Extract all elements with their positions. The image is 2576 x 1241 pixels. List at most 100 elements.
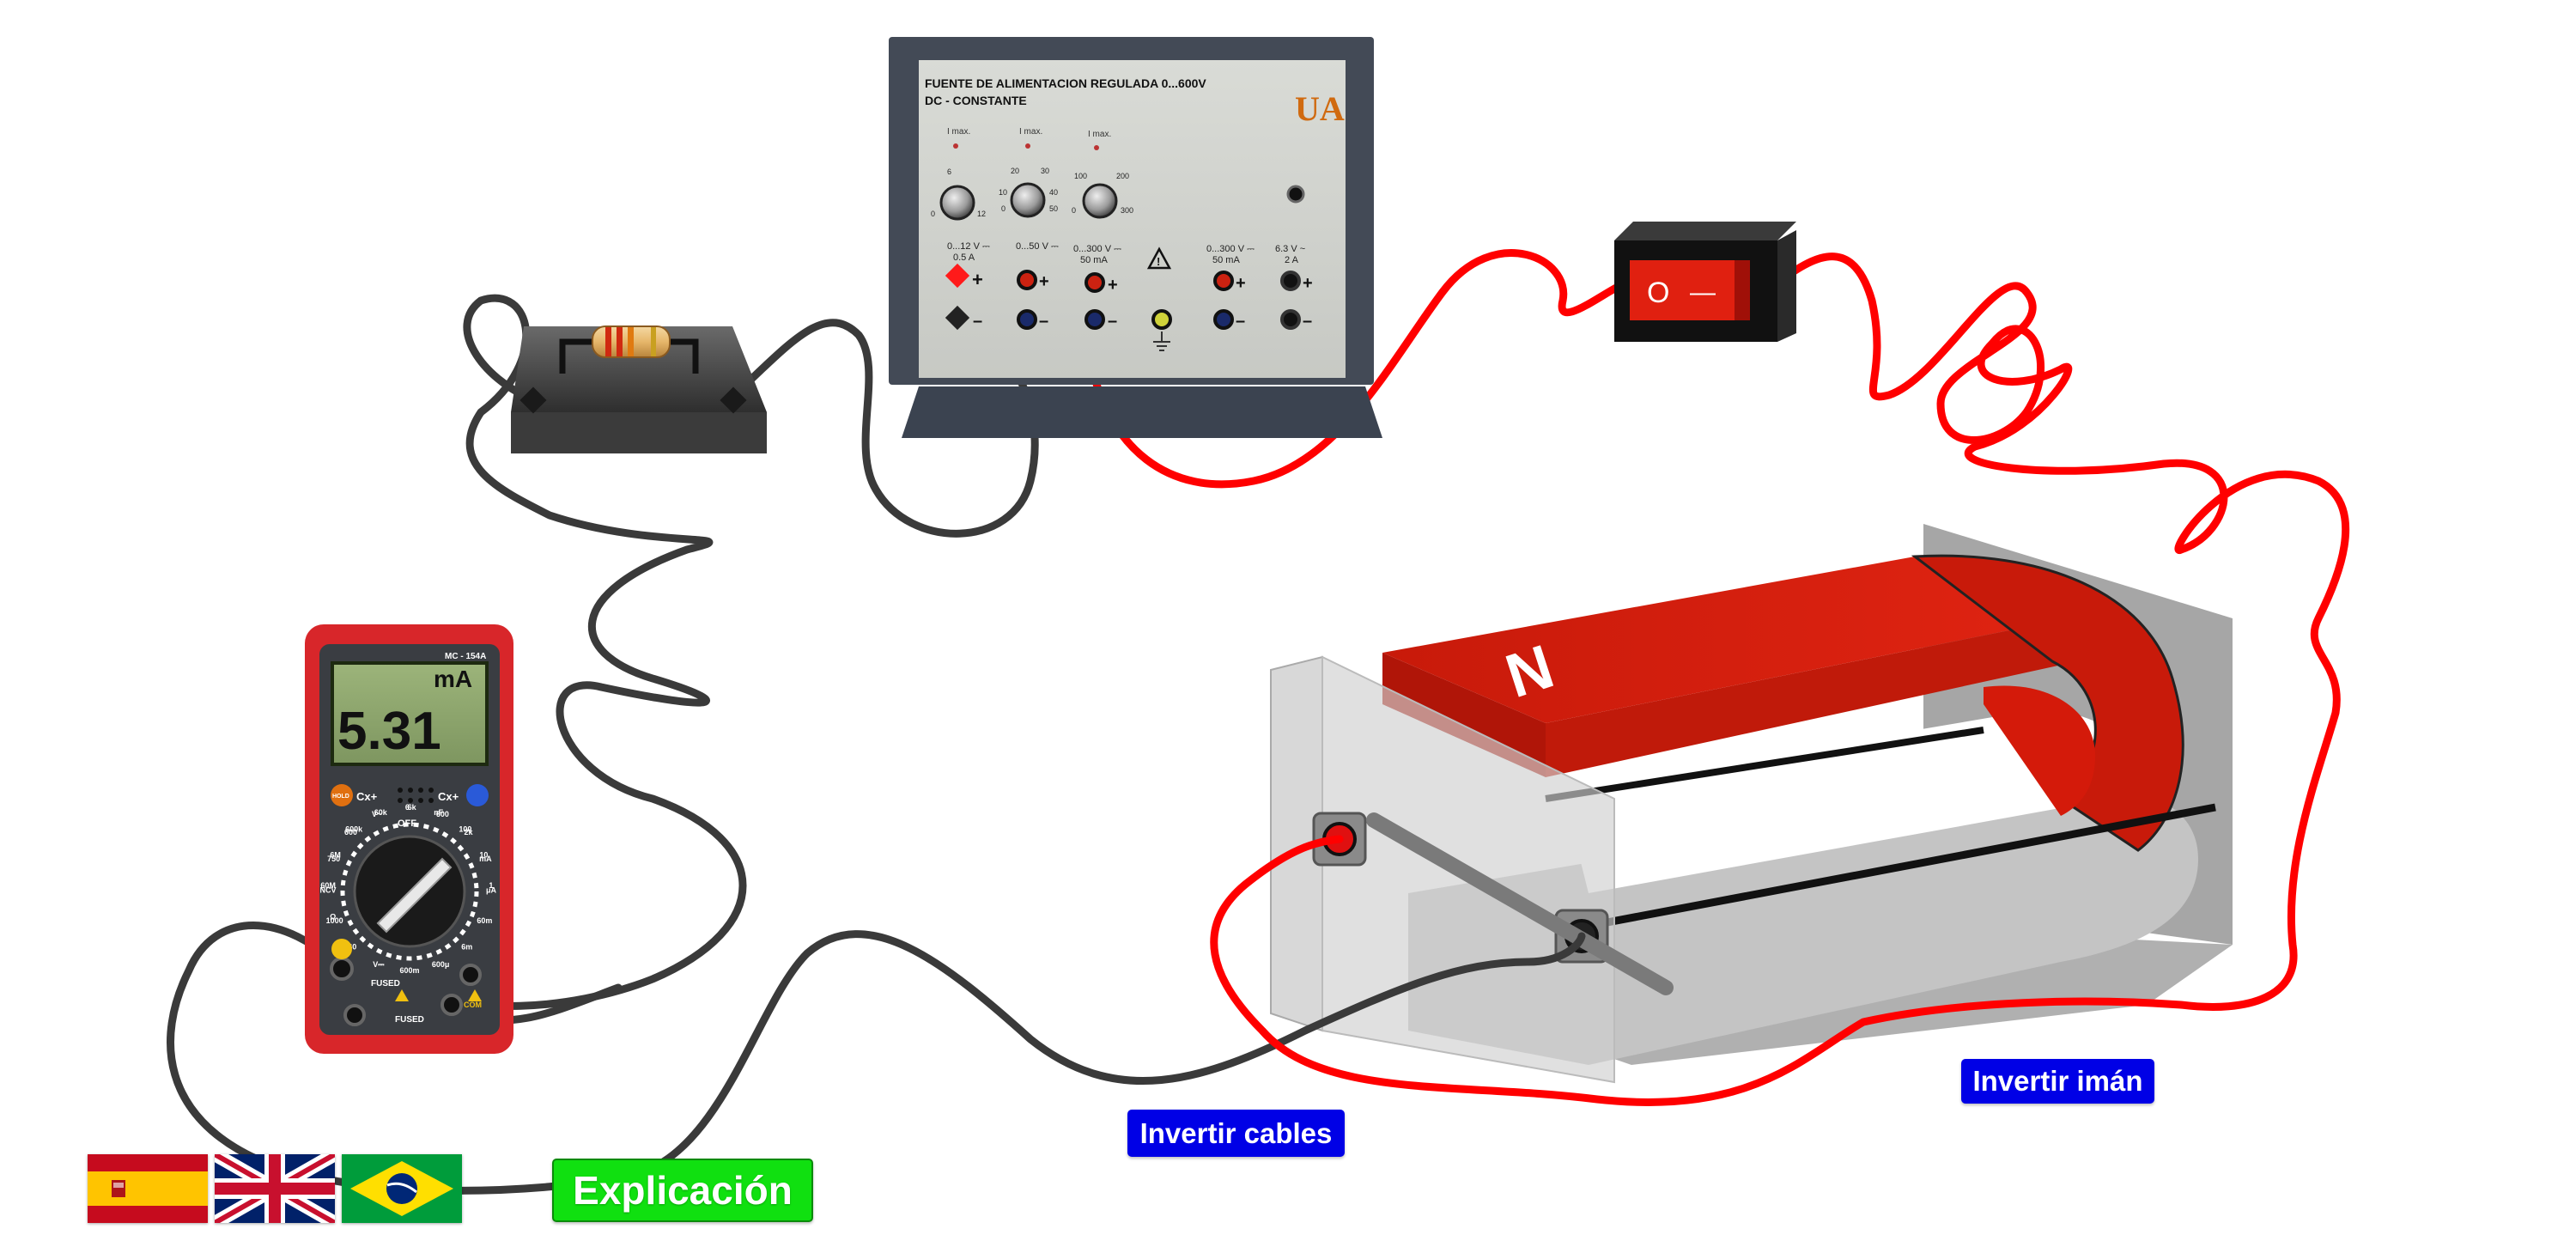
hold-button[interactable] [331,784,353,806]
output4-range: 0...300 V ⎓ [1206,244,1255,254]
resistor-board-front [511,412,767,453]
power-button[interactable] [1286,185,1305,204]
explanation-button[interactable]: Explicación [552,1159,813,1222]
magnet-top-side [1546,617,2078,777]
voltage-knob-50v[interactable] [1010,182,1046,218]
resistor-terminal-left[interactable] [519,386,547,414]
power-supply-stand [902,386,1382,438]
output3-plus-sign: + [1108,276,1118,295]
dial-label: 2k [464,828,473,836]
supply-title-line1: FUENTE DE ALIMENTACION REGULADA 0...600V [925,76,1206,90]
magnet-apparatus: N [1270,524,2233,1084]
output3-plus-terminal[interactable] [1084,272,1105,293]
imax-label-1: I max. [947,127,970,137]
dial-label: 100 [459,825,471,834]
output4-plus-sign: + [1236,274,1246,293]
output1-minus-terminal[interactable] [945,305,970,331]
warning-mark: ! [1157,255,1160,268]
dial-label: 60k [374,808,388,817]
dial-label: 6k [408,803,417,812]
lcd-display [331,661,489,766]
red-wire-switch-apparatus [1210,252,2350,1106]
magnet-bend-inner [1984,685,2095,816]
output2-minus-terminal[interactable] [1017,309,1037,330]
imax-led-1 [953,143,958,149]
lcd-unit: mA [434,666,472,692]
output5-minus-sign: – [1303,312,1312,331]
dial-label: 1000 [326,916,343,925]
output1-current: 0.5 A [953,252,975,263]
rail-bottom [1579,803,2216,932]
magnet-inner-gap [1563,711,2121,893]
dial-label: 750 [327,855,340,863]
settings-button-icon[interactable] [466,784,489,806]
resistor-terminal-right[interactable] [720,386,747,414]
ma-jack-plug [331,939,352,959]
invert-cables-button[interactable]: Invertir cables [1127,1110,1345,1157]
imax-label-3: I max. [1088,130,1111,139]
output3-current: 50 mA [1080,255,1108,265]
multimeter-model: MC - 154A [445,652,486,661]
uk-flag-icon[interactable]: English [215,1154,335,1223]
output5-plus-terminal[interactable] [1280,271,1301,291]
knob2-scale-50: 50 [1049,204,1058,213]
knob2-scale-0: 0 [1001,204,1005,213]
output4-minus-terminal[interactable] [1213,309,1234,330]
dial-ring [340,822,479,961]
dial-label: 600m [399,966,419,975]
v-jack[interactable] [459,964,482,986]
output1-minus-sign: – [973,312,982,331]
brazil-flag-icon[interactable]: Português [342,1154,462,1223]
warning-icon [1146,246,1172,270]
knob3-scale-0: 0 [1072,206,1076,215]
multimeter-warning-icon [395,989,409,1001]
output3-minus-terminal[interactable] [1084,309,1105,330]
knob3-scale-200: 200 [1116,172,1129,180]
knob1-scale-mid: 6 [947,167,951,176]
magnet-top-face [1382,557,2078,723]
ground-terminal[interactable] [1151,309,1172,330]
output4-plus-terminal[interactable] [1213,271,1234,291]
rocker-switch[interactable]: O — [1614,222,1796,342]
cx-right-label: Cx+ [438,790,459,803]
ma-jack[interactable] [330,957,354,981]
cx-left-label: Cx+ [356,790,378,803]
dial-label: 600μ [432,960,450,969]
output1-plus-terminal[interactable] [945,263,970,289]
dial-label: 6 [405,803,410,812]
dial-label: NCV [319,885,336,894]
black-wire-multimeter-left [167,922,1586,1195]
a20-jack[interactable] [343,1004,366,1026]
knob2-scale-10: 10 [999,188,1007,197]
com-jack[interactable] [440,994,463,1016]
fused-label: FUSED [371,979,400,989]
dial-label: 10 [479,850,488,859]
movable-rod[interactable] [1366,812,1674,995]
knob2-scale-40: 40 [1049,188,1058,197]
switch-on-symbol: — [1690,278,1716,307]
switch-rocker-right [1735,260,1750,320]
output3-minus-sign: – [1108,312,1117,331]
dial-label: V~ [372,810,381,818]
dial-label: 1 [489,881,493,890]
voltage-knob-300v[interactable] [1082,183,1118,219]
output2-plus-terminal[interactable] [1017,270,1037,290]
imax-led-3 [1094,145,1099,150]
knob2-scale-30: 30 [1041,167,1049,175]
power-supply: FUENTE DE ALIMENTACION REGULADA 0...600V… [889,37,1382,438]
voltage-knob-12v[interactable] [939,185,975,221]
power-supply-panel [919,60,1346,378]
dial-label: 60 [348,943,356,952]
resistor-board [511,325,767,453]
output5-plus-sign: + [1303,274,1313,293]
output5-minus-terminal[interactable] [1280,309,1301,330]
dial-label: μA [486,885,497,894]
invert-magnet-button[interactable]: Invertir imán [1961,1059,2154,1104]
knob2-scale-20: 20 [1011,167,1019,175]
supply-title-line2: DC - CONSTANTE [925,94,1027,107]
switch-side [1777,230,1796,342]
spain-flag-icon[interactable]: Español [88,1154,208,1223]
switch-rocker[interactable] [1630,260,1750,320]
knob3-scale-100: 100 [1074,172,1087,180]
dial-labels: Ω60M6M600k60k6k6002kmAμA60m6m600μ600mV⎓6… [319,803,496,975]
